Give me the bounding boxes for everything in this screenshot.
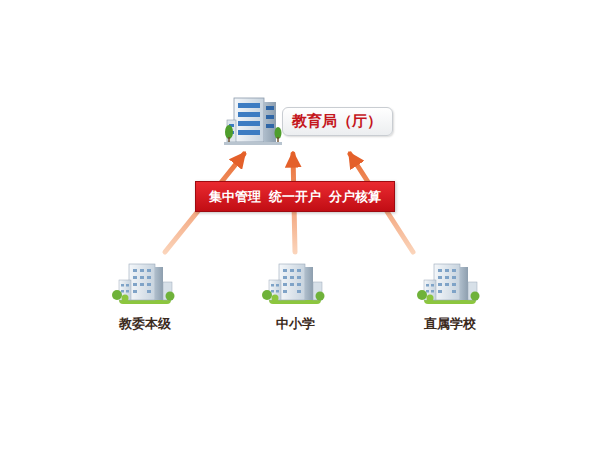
platform-shape xyxy=(384,250,516,348)
unit-label: 教委本级 xyxy=(79,315,211,333)
unit-label: 直属学校 xyxy=(384,315,516,333)
school-building-icon xyxy=(112,264,175,304)
banner-text: 集中管理 统一开户 分户核算 xyxy=(209,188,380,206)
school-building-icon xyxy=(262,264,325,304)
school-building-icon xyxy=(417,264,480,304)
unit-platform: 直属学校 xyxy=(384,250,516,348)
authority-node: 教育局（厅） xyxy=(222,92,397,148)
unit-label: 中小学 xyxy=(229,315,361,333)
office-building-icon xyxy=(224,98,282,145)
unit-platform: 中小学 xyxy=(229,250,361,348)
platform-shape xyxy=(229,250,361,348)
policy-banner: 集中管理 统一开户 分户核算 xyxy=(195,181,395,212)
unit-platform: 教委本级 xyxy=(79,250,211,348)
node-label: 教育局（厅） xyxy=(282,107,393,136)
platform-shape xyxy=(79,250,211,348)
